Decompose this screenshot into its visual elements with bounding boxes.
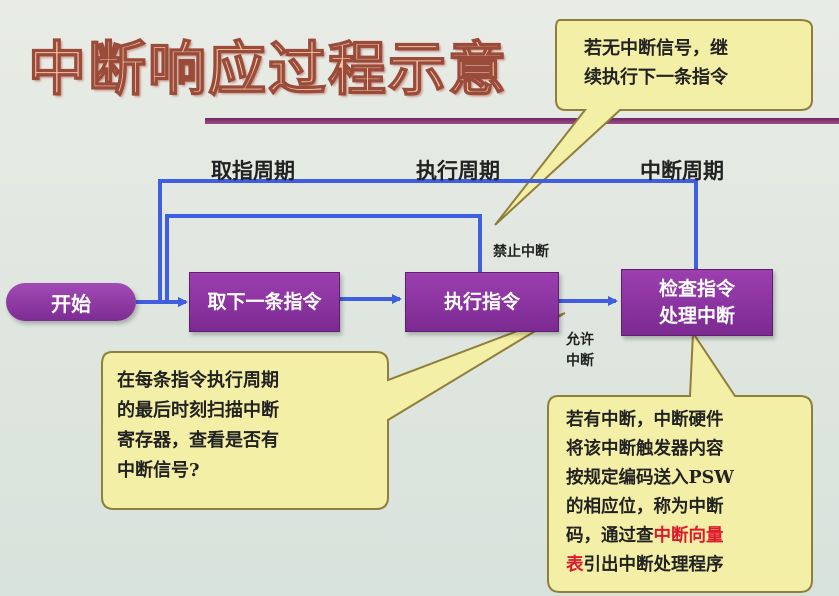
callout-scan-line: 在每条指令执行周期 (117, 370, 279, 391)
title-underline (205, 118, 839, 124)
execute-instruction-box: 执行指令 (405, 272, 559, 332)
callout-has-interrupt-line: 表引出中断处理程序 (566, 551, 734, 580)
callout-has-interrupt-text: 若有中断，中断硬件 将该中断触发器内容 按规定编码送入PSW 的相应位，称为中断… (566, 406, 734, 580)
callout-scan-line: 寄存器，查看是否有 (117, 430, 279, 451)
callout-no-interrupt-line: 续执行下一条指令 (584, 67, 728, 88)
line5-prefix: 码，通过查 (566, 526, 654, 546)
callout-scan-shape (101, 312, 566, 510)
callout-has-interrupt-line: 按规定编码送入PSW (566, 468, 734, 488)
fetch-instruction-box: 取下一条指令 (189, 272, 340, 332)
arrow-next-instruction-loop (165, 214, 482, 302)
vector-table-highlight-end: 表 (566, 555, 584, 575)
callout-scan-text: 在每条指令执行周期 的最后时刻扫描中断 寄存器，查看是否有 中断信号? (117, 366, 279, 486)
line6-suffix: 引出中断处理程序 (583, 555, 724, 575)
callout-has-interrupt-line: 将该中断触发器内容 (566, 439, 724, 459)
callout-has-interrupt-shape (547, 329, 813, 593)
callout-no-interrupt-shape (494, 19, 813, 226)
disable-interrupt-label: 禁止中断 (493, 244, 549, 260)
check-instruction-box: 检查指令 处理中断 (621, 269, 773, 336)
check-box-line1: 检查指令 (658, 277, 735, 300)
interrupt-cycle-label: 中断周期 (640, 158, 724, 183)
callout-no-interrupt-line: 若无中断信号，继 (584, 38, 728, 59)
allow-label-line2: 中断 (566, 353, 594, 369)
vector-table-highlight: 中断向量 (653, 526, 724, 546)
callout-has-interrupt-line: 码，通过查中断向量 (566, 522, 734, 551)
fetch-cycle-label: 取指周期 (211, 158, 295, 183)
execute-cycle-label: 执行周期 (416, 158, 500, 183)
check-box-line2: 处理中断 (658, 304, 735, 327)
callout-no-interrupt-text: 若无中断信号，继 续执行下一条指令 (584, 34, 728, 92)
start-node: 开始 (6, 283, 136, 321)
page-title: 中断响应过程示意 (27, 34, 509, 104)
callout-scan-line: 的最后时刻扫描中断 (117, 400, 279, 421)
callout-has-interrupt-line: 的相应位，称为中断 (566, 497, 724, 517)
callout-scan-line: 中断信号? (117, 460, 200, 481)
callout-has-interrupt-line: 若有中断，中断硬件 (566, 410, 724, 430)
allow-label-line1: 允许 (566, 332, 594, 348)
